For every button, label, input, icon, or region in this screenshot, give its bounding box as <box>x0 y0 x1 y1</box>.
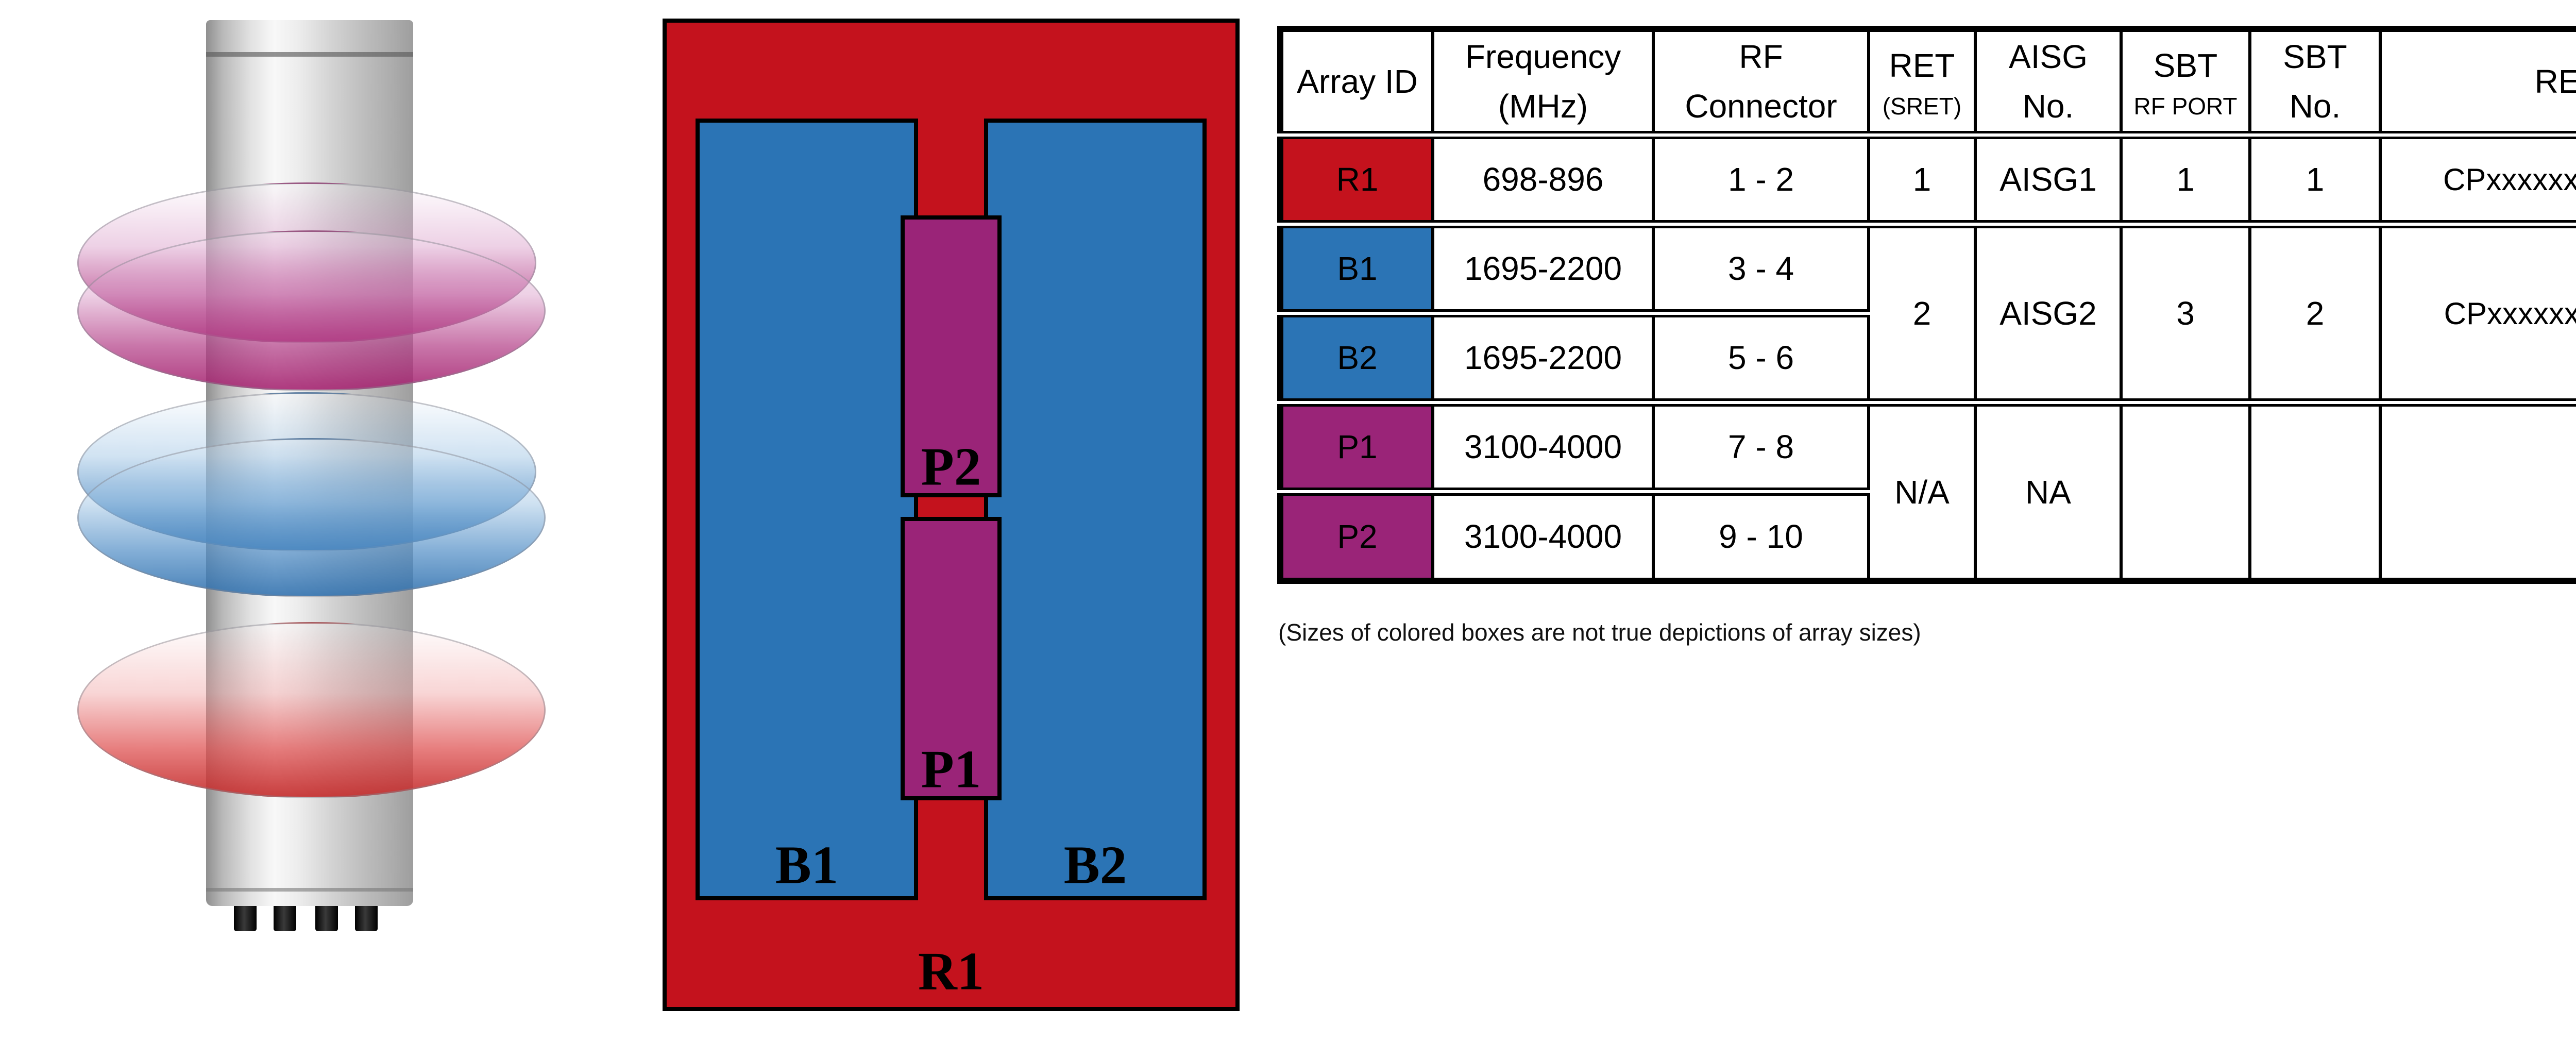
col-header-frequency: Frequency(MHz) <box>1431 27 1655 139</box>
aisg-cell: AISG1 <box>1974 133 2123 228</box>
array-p2-box <box>901 215 1002 497</box>
table-row-p1: P1 3100-4000 7 - 8 N/A NA N/A <box>1279 401 2576 582</box>
rf-connector-cell: 5 - 6 <box>1652 312 1870 407</box>
connector-pin <box>355 906 378 931</box>
magenta-beam-lower <box>77 230 546 391</box>
frequency-cell: 1695-2200 <box>1431 223 1655 317</box>
rf-connector-cell: 3 - 4 <box>1652 223 1870 317</box>
col-header-ret-uid: RET UID <box>2379 27 2576 139</box>
array-id-cell-p2: P2 <box>1279 490 1434 582</box>
array-id-cell-b2: B2 <box>1279 312 1434 407</box>
aisg-cell-merged: AISG2 <box>1974 223 2123 407</box>
array-id-cell-p1: P1 <box>1279 401 1434 496</box>
rf-connector-cell: 7 - 8 <box>1652 401 1870 496</box>
col-header-array-id: Array ID <box>1279 27 1434 139</box>
array-layout-diagram: P2 P1 B1 B2 R1 <box>663 19 1240 1011</box>
array-label-p1: P1 <box>921 738 981 799</box>
ret-uid-cell: CPxxxxxxxxxxxxxxxR1 <box>2379 133 2576 228</box>
ret-cell-merged: 2 <box>1867 223 1977 407</box>
array-label-b1: B1 <box>775 834 839 895</box>
array-label-r1: R1 <box>918 941 985 1001</box>
cylinder-bottom-seam <box>206 888 413 892</box>
sbt-no-cell: 1 <box>2248 133 2382 228</box>
connector-pin <box>274 906 296 931</box>
array-id-cell-b1: B1 <box>1279 223 1434 317</box>
sbt-rf-port-cell: 1 <box>2120 133 2251 228</box>
sbt-no-cell-merged <box>2248 401 2382 582</box>
frequency-cell: 698-896 <box>1431 133 1655 228</box>
array-b2-box <box>984 119 1207 900</box>
frequency-cell: 1695-2200 <box>1431 312 1655 407</box>
antenna-illustration <box>0 0 644 1041</box>
ret-cell-merged: N/A <box>1867 401 1977 582</box>
ret-cell: 1 <box>1867 133 1977 228</box>
array-b1-box <box>696 119 918 900</box>
size-disclaimer-note: (Sizes of colored boxes are not true dep… <box>1278 619 1921 646</box>
sbt-rf-port-cell-merged <box>2120 401 2251 582</box>
ret-uid-cell-merged: N/A <box>2379 401 2576 582</box>
sbt-no-cell-merged: 2 <box>2248 223 2382 407</box>
frequency-cell: 3100-4000 <box>1431 490 1655 582</box>
connector-pin <box>234 906 257 931</box>
rf-connector-cell: 1 - 2 <box>1652 133 1870 228</box>
array-id-cell-r1: R1 <box>1279 133 1434 228</box>
col-header-ret-sret: RET(SRET) <box>1867 27 1977 139</box>
red-beam <box>77 622 546 798</box>
blue-beam-lower <box>77 438 546 597</box>
connector-pin <box>315 906 338 931</box>
frequency-cell: 3100-4000 <box>1431 401 1655 496</box>
table-row-b2: B2 1695-2200 5 - 6 <box>1279 312 2576 407</box>
sbt-rf-port-cell-merged: 3 <box>2120 223 2251 407</box>
ret-uid-cell-merged: CPxxxxxxxxxxxxxxxB1 <box>2379 223 2576 407</box>
array-label-b2: B2 <box>1063 834 1127 895</box>
rf-connector-cell: 9 - 10 <box>1652 490 1870 582</box>
table-row-r1: R1 698-896 1 - 2 1 AISG1 1 1 CPxxxxxxxxx… <box>1279 133 2576 228</box>
table-row-p2: P2 3100-4000 9 - 10 <box>1279 490 2576 582</box>
array-p1-box <box>901 517 1002 800</box>
aisg-cell-merged: NA <box>1974 401 2123 582</box>
array-label-p2: P2 <box>921 436 981 497</box>
cylinder-top-seam <box>206 52 413 57</box>
table-row-b1: B1 1695-2200 3 - 4 2 AISG2 3 2 CPxxxxxxx… <box>1279 223 2576 407</box>
